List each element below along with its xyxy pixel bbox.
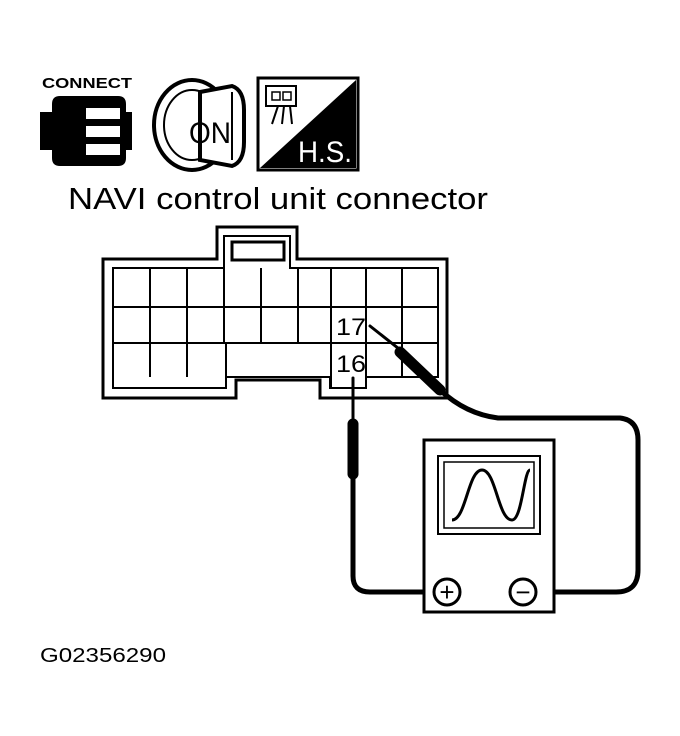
ignition-on-label: ON [189,117,231,150]
positive-lead-wire [350,471,435,595]
negative-probe-handle [394,346,446,396]
connect-label: CONNECT [42,75,132,92]
probe-leads [347,324,641,595]
figure-id: G02356290 [40,645,166,667]
positive-terminal-symbol: + [439,577,454,607]
negative-lead-wire [437,387,641,595]
negative-terminal-symbol: − [515,577,530,607]
harness-side-label: H.S. [298,136,352,169]
terminal-17-label: 17 [336,314,366,341]
positive-terminal [432,577,462,607]
sine-wave-icon [451,468,532,522]
navi-connector: 17 16 [101,225,449,400]
connector-title: NAVI control unit connector [68,181,488,216]
connect-icon: CONNECT [40,75,132,166]
oscilloscope-screen [437,455,541,535]
ignition-key-icon: ON [152,78,246,172]
negative-terminal [508,577,538,607]
terminal-16-label: 16 [336,351,366,378]
harness-side-icon: H.S. [256,76,360,172]
oscilloscope: + − [422,438,556,614]
